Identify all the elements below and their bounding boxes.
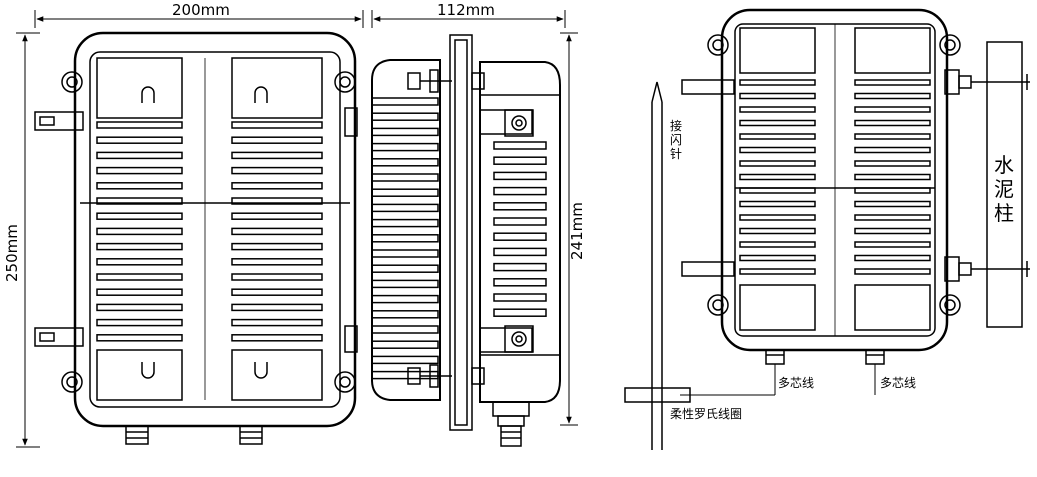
install-bolt-top <box>944 69 1030 95</box>
label-multicore-1: 多芯线 <box>778 376 814 390</box>
install-fins-left <box>739 79 816 275</box>
front-gland-bottom <box>344 325 358 353</box>
side-bolt-top <box>407 69 485 93</box>
install-fins-right <box>854 79 931 275</box>
side-bracket-plate <box>449 34 473 431</box>
label-lightning-rod: 接闪针 <box>670 118 682 161</box>
label-multicore-2: 多芯线 <box>880 376 916 390</box>
front-bracket-bottom <box>34 327 84 347</box>
front-gland-bottom-right <box>239 425 263 445</box>
front-panel-br <box>231 349 323 401</box>
lightning-rod <box>651 81 663 450</box>
dim-height-body <box>560 32 578 426</box>
front-fins-left <box>96 121 183 342</box>
install-housing-outline <box>720 8 949 352</box>
front-gland-bottom-left <box>125 425 149 445</box>
front-panel-bl <box>96 349 183 401</box>
front-panel-tr <box>231 57 323 119</box>
install-mount-ears <box>707 34 961 316</box>
label-rogowski: 柔性罗氏线圈 <box>670 407 742 421</box>
side-view <box>371 34 561 447</box>
install-gland-left <box>765 349 785 365</box>
install-bracket-bottom-left <box>681 261 735 277</box>
dim-height-total-label: 250mm <box>3 224 21 282</box>
svg-text:接闪针: 接闪针 <box>670 118 682 161</box>
dim-width-label: 200mm <box>172 1 230 19</box>
label-concrete-pole: 水泥柱 <box>994 153 1014 225</box>
front-view <box>34 31 358 445</box>
dim-depth-label: 112mm <box>437 1 495 19</box>
front-mount-ears <box>61 71 356 393</box>
front-fins-right <box>231 121 323 342</box>
side-body-right <box>479 61 561 403</box>
side-bolt-bottom <box>407 364 485 388</box>
dim-width <box>34 10 364 28</box>
front-panel-tl <box>96 57 183 119</box>
side-fins-right <box>493 141 547 317</box>
cable-leaders <box>680 364 876 396</box>
install-bracket-top-left <box>681 79 735 95</box>
install-bolt-bottom <box>944 256 1030 282</box>
concrete-pole <box>986 41 1023 328</box>
front-gland-top <box>344 107 358 137</box>
front-housing-outline <box>73 31 357 428</box>
side-clamp-top <box>479 109 534 137</box>
side-gland-bottom <box>492 401 530 447</box>
install-view <box>624 8 1030 450</box>
front-housing-inner <box>89 51 341 408</box>
svg-text:水泥柱: 水泥柱 <box>994 153 1014 225</box>
front-bracket-top <box>34 111 84 131</box>
side-body-left <box>371 59 441 401</box>
side-clamp-bottom <box>479 325 534 353</box>
dim-depth <box>371 10 566 28</box>
side-fins-left <box>371 97 439 380</box>
dim-height-body-label: 241mm <box>568 202 586 260</box>
dim-height-total <box>16 32 40 448</box>
install-gland-right <box>865 349 885 365</box>
